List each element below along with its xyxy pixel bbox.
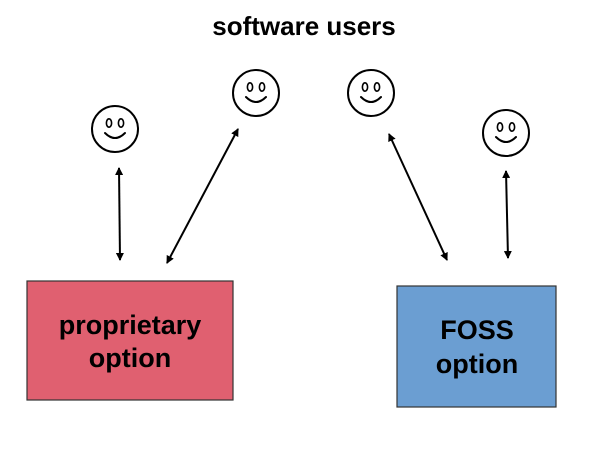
proprietary-option-box: proprietary option (26, 280, 234, 401)
smiley-face-1-icon (91, 105, 139, 153)
foss-option-rect (396, 285, 557, 408)
arrow-user2-proprietary (166, 128, 239, 264)
arrow-user4-foss (502, 170, 512, 259)
proprietary-option-label-line1: proprietary (59, 310, 202, 340)
foss-option-box: FOSS option (396, 285, 557, 408)
arrow-user3-foss (388, 133, 448, 261)
smiley-face-2-icon (232, 69, 280, 117)
foss-option-label-line1: FOSS (440, 315, 514, 345)
smiley-face-4-icon (482, 109, 530, 157)
arrow-user1-proprietary (115, 167, 124, 261)
diagram-title: software users (212, 11, 396, 41)
proprietary-option-rect (26, 280, 234, 401)
foss-option-label-line2: option (436, 349, 518, 379)
smiley-face-3-icon (347, 69, 395, 117)
proprietary-option-label-line2: option (89, 343, 171, 373)
